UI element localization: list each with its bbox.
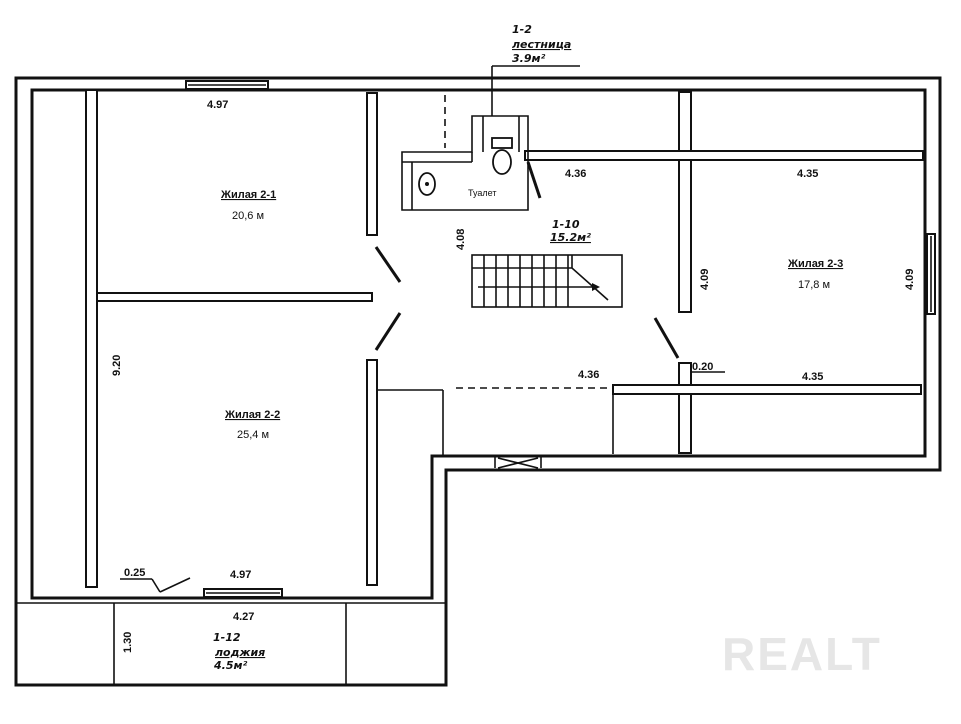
staircase-icon [471, 254, 623, 308]
dimension-label: 4.35 [802, 371, 823, 383]
room-name: Жилая 2-2 [224, 409, 280, 421]
room-area: 15.2м² [550, 231, 591, 244]
dimension-label: 4.27 [233, 611, 254, 623]
room-name: лоджия [215, 646, 265, 659]
room-number: 1-10 [552, 218, 580, 231]
room-number: 1-2 [512, 23, 532, 36]
outer-wall [14, 76, 942, 687]
window-icon [203, 588, 283, 598]
interior-walls [85, 89, 924, 593]
dimension-label: 0.20 [692, 361, 713, 373]
toilet-block [401, 65, 580, 211]
loggia [16, 602, 446, 685]
room-area: 20,6 м [232, 210, 264, 222]
room-number: 1-12 [213, 631, 241, 644]
dimension-label: 4.97 [207, 99, 228, 111]
dimension-label: 4.36 [578, 369, 599, 381]
door-opening-icon [494, 456, 542, 469]
dimension-label: 4.36 [565, 168, 586, 180]
dimension-label: 9.20 [111, 355, 123, 376]
window-icon [185, 80, 269, 90]
window-icon [926, 233, 936, 315]
room-name: лестница [512, 38, 571, 51]
room-name: Туалет [468, 188, 496, 198]
dimension-label: 4.08 [455, 229, 467, 250]
room-area: 25,4 м [237, 429, 269, 441]
room-area: 17,8 м [798, 279, 830, 291]
dimension-label: 0.25 [124, 567, 145, 579]
washbasin-icon [418, 172, 436, 196]
room-name: Жилая 2-1 [220, 189, 276, 201]
dimension-label: 1.30 [122, 632, 134, 653]
room-name: Жилая 2-3 [787, 258, 843, 270]
dimension-label: 4.09 [699, 269, 711, 290]
toilet-bowl-icon [491, 137, 513, 175]
room-area: 3.9м² [512, 52, 545, 65]
watermark-logo: REALT [722, 628, 882, 680]
dimension-label: 4.35 [797, 168, 818, 180]
dimension-label: 4.09 [904, 269, 916, 290]
room-area: 4.5м² [213, 659, 247, 672]
dimension-label: 4.97 [230, 569, 251, 581]
